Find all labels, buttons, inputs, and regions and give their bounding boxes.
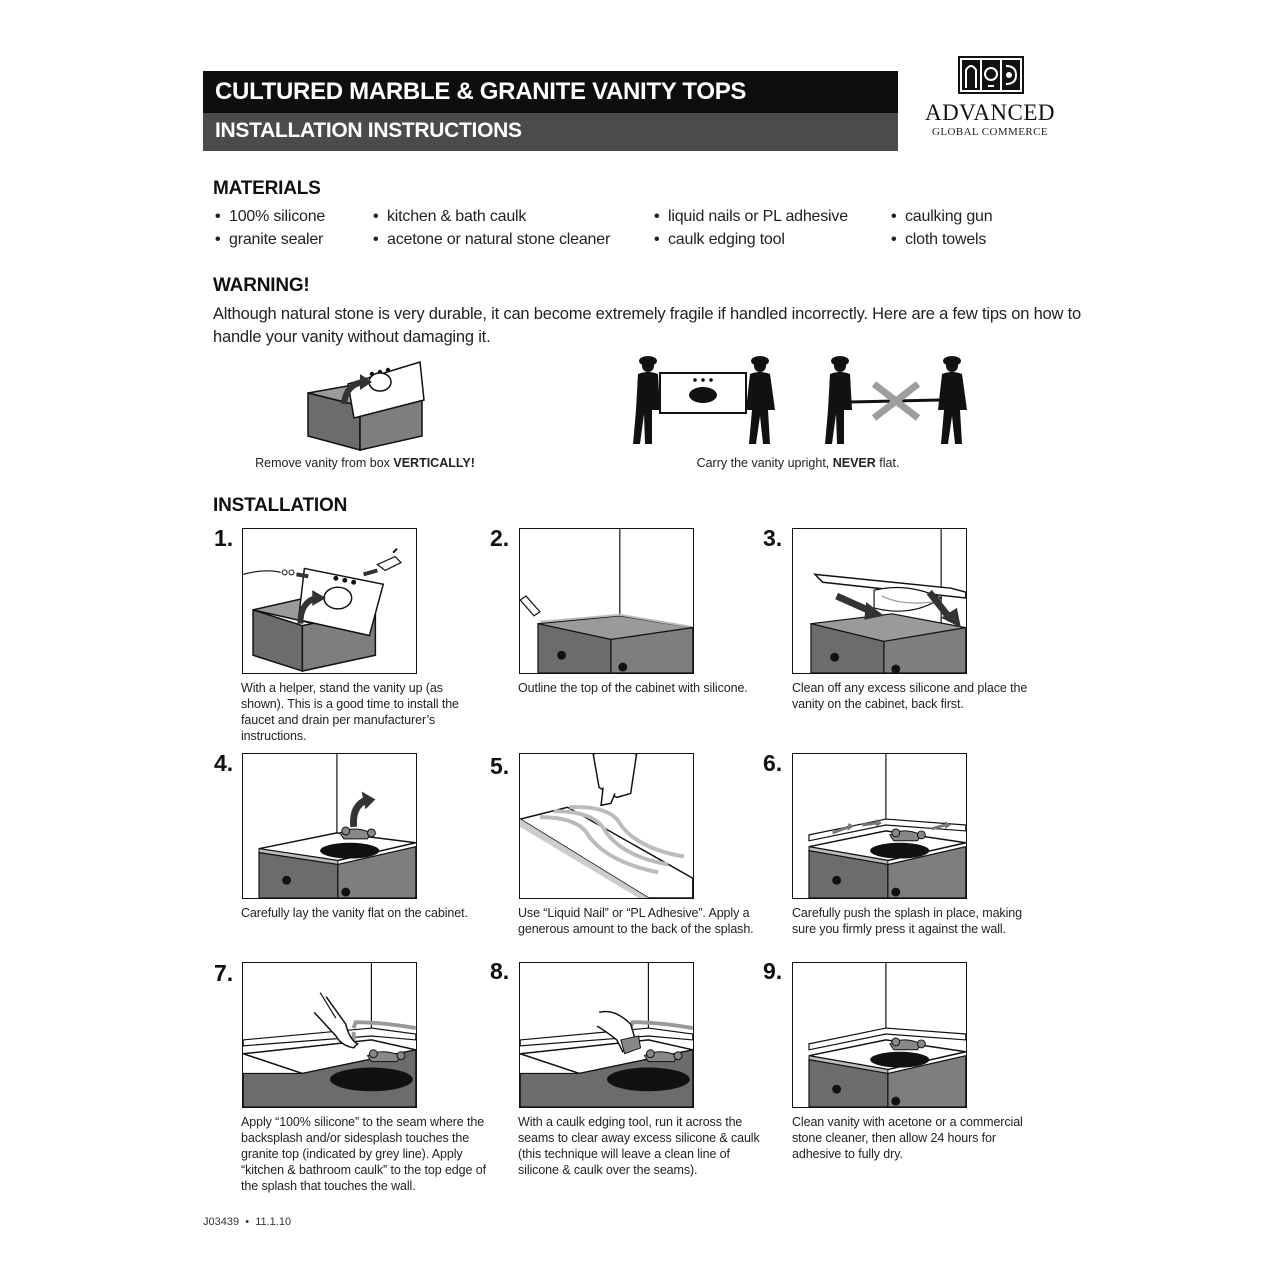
- logo-tagline: GLOBAL COMMERCE: [932, 126, 1048, 138]
- step-9-illustration: [792, 962, 967, 1108]
- document-code: J03439: [203, 1216, 240, 1228]
- step-caption: Carefully lay the vanity flat on the cab…: [241, 906, 468, 920]
- material-item: •kitchen & bath caulk: [373, 208, 527, 225]
- never-flat-illustration: [825, 356, 967, 444]
- step-6-illustration: [792, 753, 967, 899]
- header-title-bar: CULTURED MARBLE & GRANITE VANITY TOPS: [203, 71, 898, 113]
- material-item: •liquid nails or PL adhesive: [654, 208, 848, 225]
- warning-heading: WARNING!: [213, 275, 310, 296]
- step-caption: Apply “100% silicone” to the seam where …: [241, 1115, 486, 1193]
- materials-heading: MATERIALS: [213, 178, 321, 199]
- header-subtitle-bar: INSTALLATION INSTRUCTIONS: [203, 113, 898, 151]
- carry-upright-illustration: [633, 356, 775, 444]
- material-item: •granite sealer: [215, 231, 324, 248]
- document-date: 11.1.10: [255, 1216, 292, 1228]
- carry-upright-caption: Carry the vanity upright, NEVER flat.: [696, 456, 900, 470]
- company-logo: ADVANCED GLOBAL COMMERCE: [915, 56, 1065, 142]
- logo-mark-icon: [958, 56, 1024, 94]
- step-caption: With a helper, stand the vanity up (as s…: [241, 681, 459, 743]
- step-number: 6.: [763, 750, 783, 776]
- step-2-illustration: [519, 528, 694, 674]
- step-8-illustration: [519, 962, 694, 1108]
- step-caption: Outline the top of the cabinet with sili…: [518, 681, 748, 695]
- material-item: •caulk edging tool: [654, 231, 785, 248]
- step-1-illustration: [242, 528, 417, 674]
- step-number: 7.: [214, 960, 234, 986]
- step-4-illustration: [242, 753, 417, 899]
- step-number: 8.: [490, 958, 510, 984]
- material-item: •100% silicone: [215, 208, 326, 225]
- step-caption: Clean vanity with acetone or a commercia…: [792, 1115, 1023, 1161]
- page-subtitle: INSTALLATION INSTRUCTIONS: [215, 119, 522, 142]
- step-number: 2.: [490, 525, 510, 551]
- footer-separator: •: [242, 1216, 253, 1228]
- step-number: 4.: [214, 750, 234, 776]
- step-number: 9.: [763, 958, 783, 984]
- material-item: •caulking gun: [891, 208, 993, 225]
- logo-name: ADVANCED: [924, 100, 1056, 125]
- step-caption: Clean off any excess silicone and place …: [792, 681, 1028, 711]
- page-title: CULTURED MARBLE & GRANITE VANITY TOPS: [215, 78, 747, 105]
- step-7-illustration: [242, 962, 417, 1108]
- step-5-illustration: [519, 753, 694, 899]
- step-number: 1.: [214, 525, 234, 551]
- step-3-illustration: [792, 528, 967, 674]
- document-footer: J03439 • 11.1.10: [203, 1216, 291, 1228]
- remove-from-box-illustration: [307, 361, 425, 451]
- remove-vertically-caption: Remove vanity from box VERTICALLY!: [255, 456, 475, 470]
- step-number: 3.: [763, 525, 783, 551]
- material-item: •cloth towels: [891, 231, 987, 248]
- material-item: •acetone or natural stone cleaner: [373, 231, 611, 248]
- step-caption: Use “Liquid Nail” or “PL Adhesive”. Appl…: [518, 906, 754, 936]
- step-number: 5.: [490, 753, 510, 779]
- step-caption: Carefully push the splash in place, maki…: [792, 906, 1022, 936]
- step-caption: With a caulk edging tool, run it across …: [518, 1115, 760, 1177]
- warning-text: Although natural stone is very durable, …: [213, 305, 1081, 346]
- installation-heading: INSTALLATION: [213, 495, 348, 516]
